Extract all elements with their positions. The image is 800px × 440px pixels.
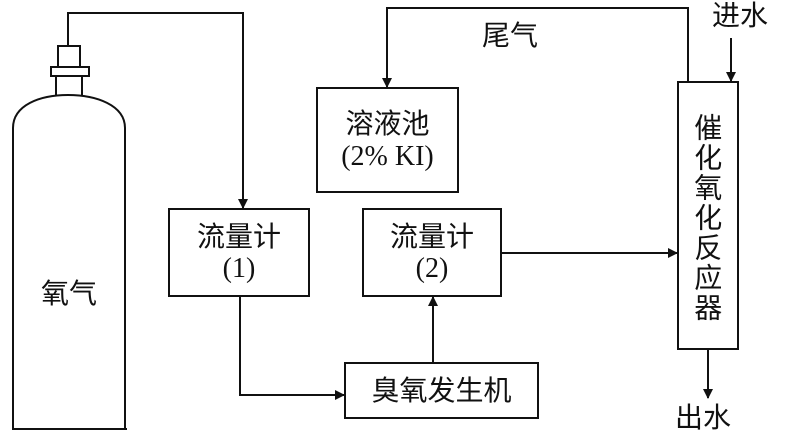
water-in-label: 进水 [712,0,769,32]
cylinder-neck [55,76,83,95]
oxygen-to-flowmeter1-line [67,12,248,209]
flowmeter-2-label: 流量计 (2) [363,211,501,295]
flowmeter-1-title: 流量计 [196,219,281,253]
flowmeter-1-number: (1) [222,253,256,284]
water-out-label: 出水 [675,401,732,434]
flowmeter-2-title: 流量计 [389,219,474,253]
tail-gas-label: 尾气 [482,19,539,52]
cylinder-body [12,93,126,430]
solution-pool-title: 溶液池 [345,107,430,141]
reactor-label: 催化氧化反应器 [690,113,724,323]
oxygen-cylinder [12,45,127,430]
solution-pool-reagent: (2% KI) [341,140,434,172]
tail-gas-line [382,7,689,88]
cylinder-cap [57,45,81,68]
solution-pool-label: 溶液池 (2% KI) [317,90,458,191]
oxygen-label: 氧气 [40,277,97,310]
solution-pool-box [316,87,459,193]
flowmeter1-to-ozone-line [239,296,345,400]
ozone-generator-box [344,362,539,419]
flowmeter-1-label: 流量计 (1) [169,211,309,295]
ozone-generator-label: 臭氧发生机 [371,373,512,407]
cylinder-collar [50,66,90,77]
flowmeter-2-number: (2) [415,253,449,284]
